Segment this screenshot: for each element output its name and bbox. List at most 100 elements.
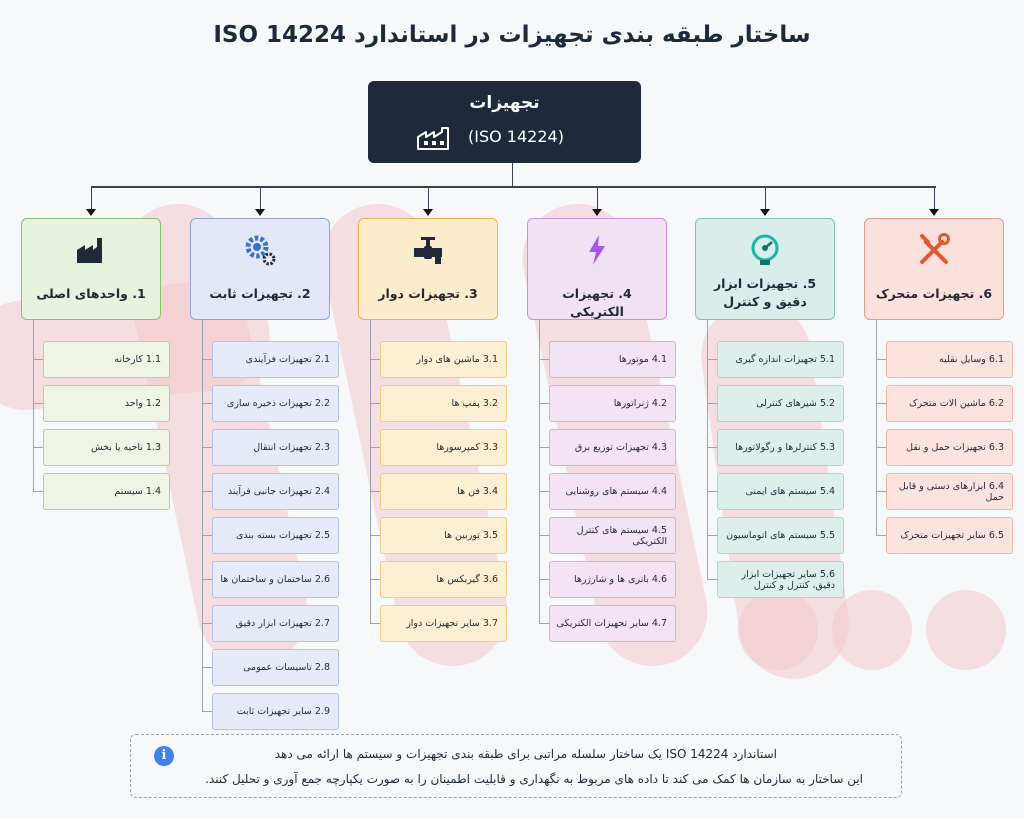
- item-branch: [876, 491, 886, 492]
- item-branch: [876, 359, 886, 360]
- item-branch: [202, 711, 212, 712]
- item-branch: [539, 579, 549, 580]
- list-item[interactable]: 1.1 کارخانه: [43, 341, 170, 378]
- category-label: 3. تجهیزات دوار: [378, 286, 478, 301]
- item-branch: [370, 579, 380, 580]
- category-label: 5. تجهیزات ابزار دقیق و کنترل: [713, 276, 817, 309]
- list-item[interactable]: 3.1 ماشین های دوار: [380, 341, 507, 378]
- list-item[interactable]: 3.7 سایر تجهیزات دوار: [380, 605, 507, 642]
- item-branch: [202, 579, 212, 580]
- tools-icon: [917, 233, 951, 267]
- arrow-down-icon: [423, 209, 433, 216]
- list-item[interactable]: 3.2 پمپ ها: [380, 385, 507, 422]
- arrow-down-icon: [86, 209, 96, 216]
- item-branch: [370, 491, 380, 492]
- root-node: تجهیزات (ISO 14224): [368, 81, 641, 163]
- arrow-down-icon: [760, 209, 770, 216]
- item-branch: [202, 491, 212, 492]
- list-item[interactable]: 2.4 تجهیزات جانبی فرآیند: [212, 473, 339, 510]
- item-branch: [370, 359, 380, 360]
- item-branch: [370, 535, 380, 536]
- item-branch: [33, 359, 43, 360]
- category-header[interactable]: 4. تجهیزات الکتریکی: [527, 218, 667, 320]
- item-branch: [202, 403, 212, 404]
- item-branch: [876, 447, 886, 448]
- list-item[interactable]: 5.1 تجهیزات اندازه گیری: [717, 341, 844, 378]
- category-label: 1. واحدهای اصلی: [36, 286, 146, 301]
- item-branch: [33, 403, 43, 404]
- list-item[interactable]: 6.3 تجهیزات حمل و نقل: [886, 429, 1013, 466]
- note-line-2: این ساختار به سازمان ها کمک می کند تا دا…: [205, 772, 863, 786]
- list-item[interactable]: 5.4 سیستم های ایمنی: [717, 473, 844, 510]
- item-branch: [707, 447, 717, 448]
- column-connector: [260, 186, 261, 210]
- column-line: [539, 320, 540, 623]
- list-item[interactable]: 1.3 ناحیه یا بخش: [43, 429, 170, 466]
- list-item[interactable]: 2.2 تجهیزات ذخیره سازی: [212, 385, 339, 422]
- list-item[interactable]: 5.6 سایر تجهیزات ابزار دقیق، کنترل و کنت…: [717, 561, 844, 598]
- column-connector: [934, 186, 935, 210]
- list-item[interactable]: 2.6 ساختمان و ساختمان ها: [212, 561, 339, 598]
- arrow-down-icon: [929, 209, 939, 216]
- list-item[interactable]: 3.5 توربین ها: [380, 517, 507, 554]
- info-note: i استاندارد ISO 14224 یک ساختار سلسله مر…: [130, 734, 902, 798]
- category-header[interactable]: 2. تجهیزات ثابت: [190, 218, 330, 320]
- list-item[interactable]: 2.5 تجهیزات بسته بندی: [212, 517, 339, 554]
- list-item[interactable]: 4.4 سیستم های روشنایی: [549, 473, 676, 510]
- horizontal-connector: [91, 186, 936, 188]
- item-branch: [370, 447, 380, 448]
- list-item[interactable]: 4.6 باتری ها و شارژرها: [549, 561, 676, 598]
- root-connector: [512, 163, 513, 187]
- lightning-icon: [580, 233, 614, 267]
- item-branch: [539, 447, 549, 448]
- list-item[interactable]: 4.7 سایر تجهیزات الکتریکی: [549, 605, 676, 642]
- list-item[interactable]: 6.4 ابزارهای دستی و قابل حمل: [886, 473, 1013, 510]
- list-item[interactable]: 4.1 موتورها: [549, 341, 676, 378]
- category-header[interactable]: 6. تجهیزات متحرک: [864, 218, 1004, 320]
- item-branch: [202, 359, 212, 360]
- list-item[interactable]: 1.2 واحد: [43, 385, 170, 422]
- item-branch: [370, 403, 380, 404]
- list-item[interactable]: 2.9 سایر تجهیزات ثابت: [212, 693, 339, 730]
- list-item[interactable]: 4.3 تجهیزات توزیع برق: [549, 429, 676, 466]
- item-branch: [539, 535, 549, 536]
- column-line: [876, 320, 877, 535]
- list-item[interactable]: 5.2 شیرهای کنترلی: [717, 385, 844, 422]
- item-branch: [370, 623, 380, 624]
- category-header[interactable]: 3. تجهیزات دوار: [358, 218, 498, 320]
- category-label: 6. تجهیزات متحرک: [875, 286, 993, 301]
- gears-icon: [243, 233, 277, 267]
- list-item[interactable]: 2.8 تاسیسات عمومی: [212, 649, 339, 686]
- list-item[interactable]: 3.3 کمپرسورها: [380, 429, 507, 466]
- list-item[interactable]: 2.3 تجهیزات انتقال: [212, 429, 339, 466]
- item-branch: [202, 535, 212, 536]
- item-branch: [202, 667, 212, 668]
- list-item[interactable]: 6.2 ماشین الات متحرک: [886, 385, 1013, 422]
- item-branch: [539, 491, 549, 492]
- category-label: 4. تجهیزات الکتریکی: [562, 286, 632, 319]
- item-branch: [202, 447, 212, 448]
- column-line: [33, 320, 34, 491]
- info-icon: i: [154, 746, 174, 766]
- column-line: [370, 320, 371, 623]
- valve-icon: [411, 233, 445, 267]
- list-item[interactable]: 3.4 فن ها: [380, 473, 507, 510]
- item-branch: [539, 623, 549, 624]
- category-header[interactable]: 5. تجهیزات ابزار دقیق و کنترل: [695, 218, 835, 320]
- list-item[interactable]: 3.6 گیربکس ها: [380, 561, 507, 598]
- list-item[interactable]: 6.5 سایر تجهیزات متحرک: [886, 517, 1013, 554]
- list-item[interactable]: 4.5 سیستم های کنترل الکتریکی: [549, 517, 676, 554]
- item-branch: [707, 535, 717, 536]
- category-header[interactable]: 1. واحدهای اصلی: [21, 218, 161, 320]
- root-title: تجهیزات: [469, 93, 540, 113]
- list-item[interactable]: 2.7 تجهیزات ابزار دقیق: [212, 605, 339, 642]
- list-item[interactable]: 1.4 سیستم: [43, 473, 170, 510]
- note-line-1: استاندارد ISO 14224 یک ساختار سلسله مرات…: [274, 747, 777, 761]
- item-branch: [33, 447, 43, 448]
- item-branch: [707, 491, 717, 492]
- list-item[interactable]: 2.1 تجهیزات فرآیندی: [212, 341, 339, 378]
- list-item[interactable]: 4.2 ژنراتورها: [549, 385, 676, 422]
- list-item[interactable]: 5.3 کنترلرها و رگولاتورها: [717, 429, 844, 466]
- list-item[interactable]: 6.1 وسایل نقلیه: [886, 341, 1013, 378]
- list-item[interactable]: 5.5 سیستم های اتوماسیون: [717, 517, 844, 554]
